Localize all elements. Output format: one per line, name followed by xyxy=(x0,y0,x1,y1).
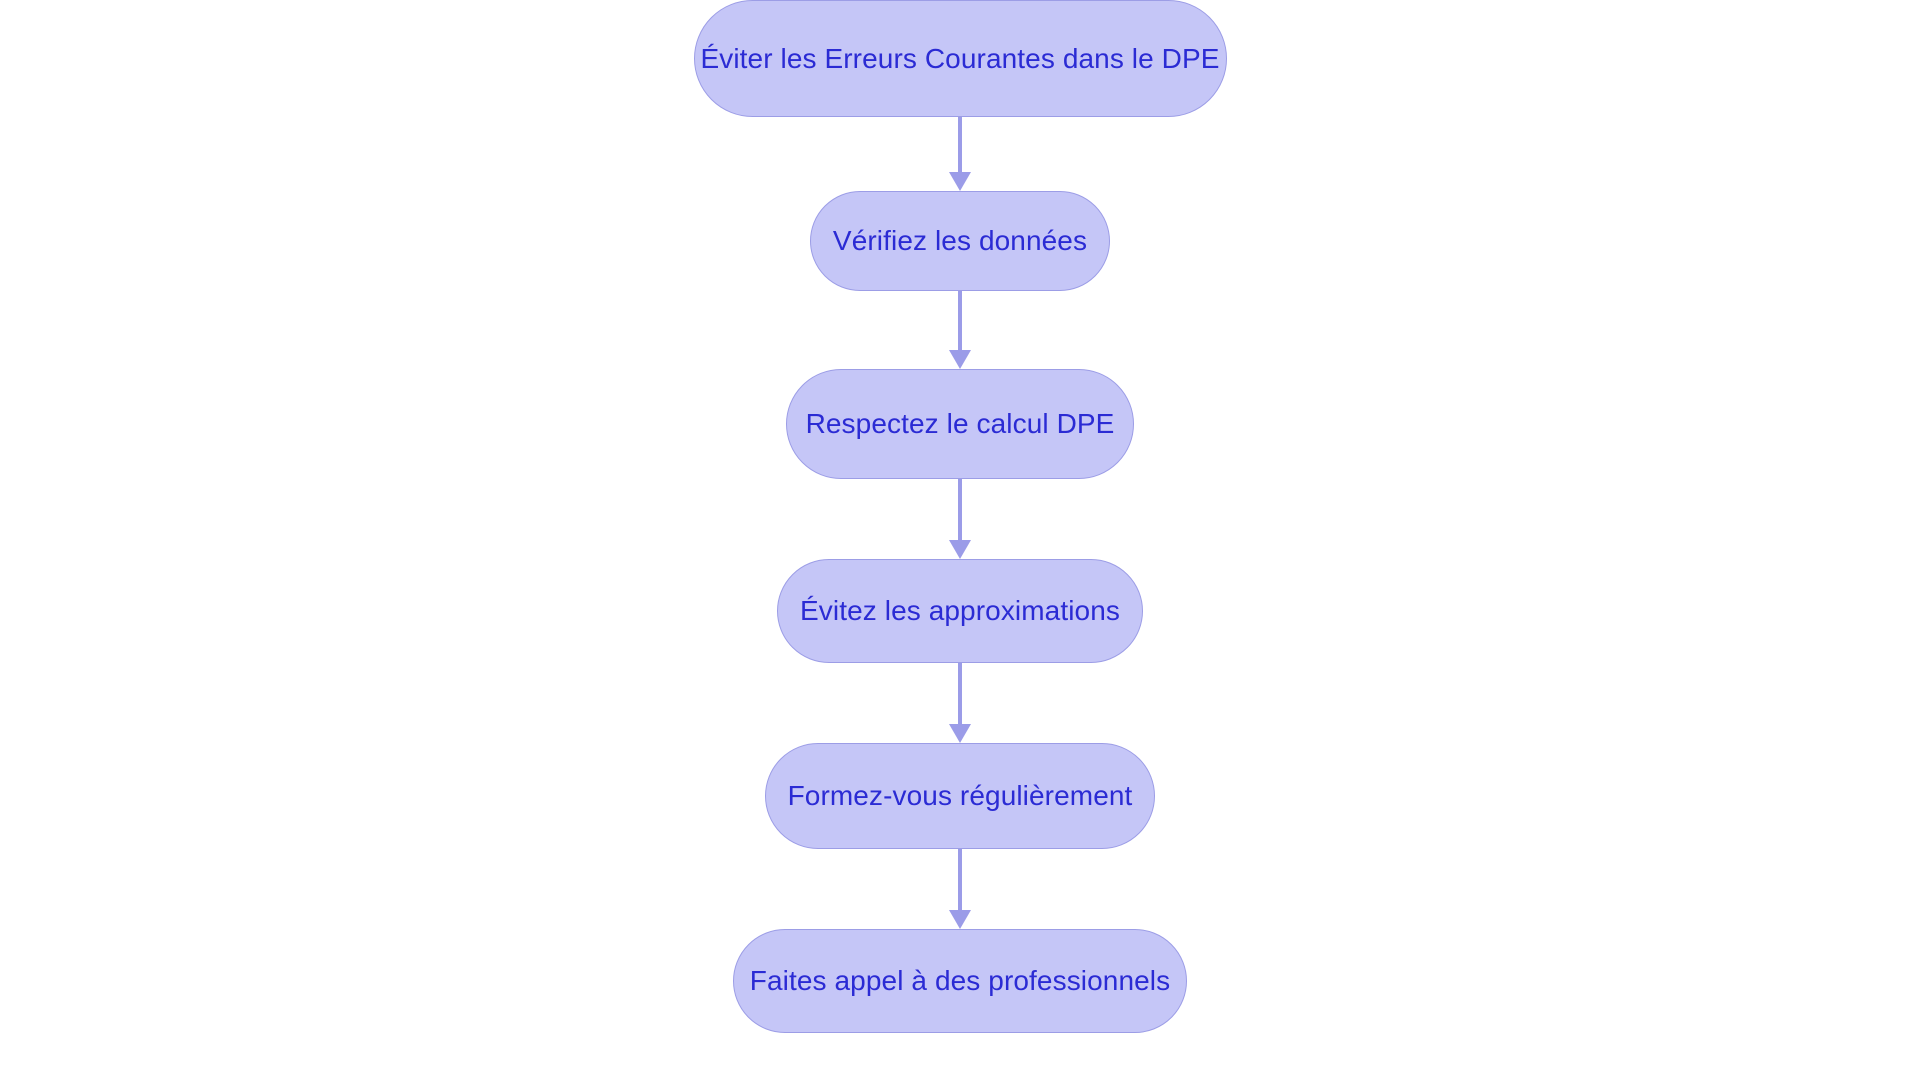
connector-line xyxy=(958,849,962,911)
flow-node-label: Éviter les Erreurs Courantes dans le DPE xyxy=(700,42,1220,74)
flow-node-faites-appel-a-des-professionnels[interactable]: Faites appel à des professionnels xyxy=(733,929,1187,1033)
connector-line xyxy=(958,291,962,351)
flow-node-eviter-les-erreurs-courantes-dans-le-dpe[interactable]: Éviter les Erreurs Courantes dans le DPE xyxy=(693,0,1227,117)
flow-node-verifiez-les-donnees[interactable]: Vérifiez les données xyxy=(810,191,1110,291)
flow-node-respectez-le-calcul-dpe[interactable]: Respectez le calcul DPE xyxy=(786,369,1134,479)
flow-connector-2 xyxy=(947,479,973,559)
arrow-down-icon xyxy=(949,540,971,559)
arrow-down-icon xyxy=(949,350,971,369)
flow-node-label: Faites appel à des professionnels xyxy=(749,965,1171,996)
arrow-down-icon xyxy=(949,910,971,929)
connector-line xyxy=(958,663,962,725)
flow-connector-4 xyxy=(947,849,973,929)
arrow-down-icon xyxy=(949,724,971,743)
connector-line xyxy=(958,479,962,541)
flow-node-label: Vérifiez les données xyxy=(832,225,1088,256)
flow-connector-3 xyxy=(947,663,973,743)
flow-node-label: Évitez les approximations xyxy=(800,595,1120,626)
flow-node-formez-vous-regulierement[interactable]: Formez-vous régulièrement xyxy=(765,743,1155,849)
flow-connector-0 xyxy=(947,117,973,191)
connector-line xyxy=(958,117,962,173)
flow-node-evitez-les-approximations[interactable]: Évitez les approximations xyxy=(777,559,1143,663)
flow-node-label: Respectez le calcul DPE xyxy=(805,408,1115,439)
flow-connector-1 xyxy=(947,291,973,369)
arrow-down-icon xyxy=(949,172,971,191)
flow-node-label: Formez-vous régulièrement xyxy=(787,780,1133,811)
